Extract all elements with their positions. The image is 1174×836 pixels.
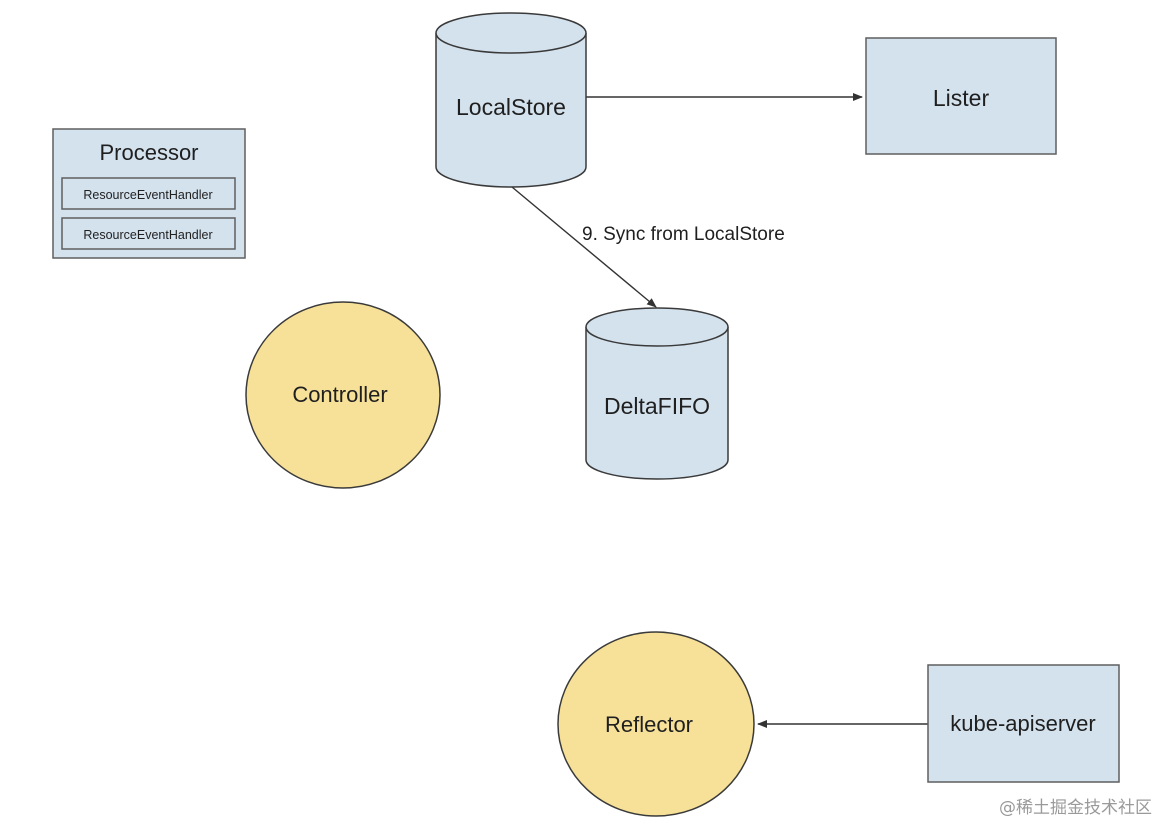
watermark-text: @稀土掘金技术社区 bbox=[999, 798, 1152, 818]
processor-title: Processor bbox=[99, 140, 198, 165]
deltafifo-label: DeltaFIFO bbox=[604, 393, 710, 419]
deltafifo-node: DeltaFIFO bbox=[585, 307, 729, 480]
kube-apiserver-node: kube-apiserver bbox=[927, 664, 1120, 783]
resource-event-handler-label: ResourceEventHandler bbox=[83, 188, 212, 202]
localstore-label: LocalStore bbox=[456, 94, 566, 120]
processor-node: Processor ResourceEventHandler ResourceE… bbox=[52, 128, 246, 259]
localstore-node: LocalStore bbox=[435, 12, 587, 188]
controller-node: Controller bbox=[245, 301, 441, 489]
kube-apiserver-label: kube-apiserver bbox=[950, 711, 1096, 736]
edge-sync-from-localstore bbox=[511, 186, 657, 308]
edge-label-sync-from-localstore: 9. Sync from LocalStore bbox=[582, 224, 785, 245]
resource-event-handler-box bbox=[61, 177, 236, 210]
reflector-label: Reflector bbox=[605, 712, 693, 737]
controller-label: Controller bbox=[292, 382, 387, 407]
resource-event-handler-label: ResourceEventHandler bbox=[83, 228, 212, 242]
lister-label: Lister bbox=[933, 85, 990, 111]
resource-event-handler-box bbox=[61, 217, 236, 250]
lister-node: Lister bbox=[865, 37, 1057, 155]
reflector-node: Reflector bbox=[557, 631, 755, 817]
